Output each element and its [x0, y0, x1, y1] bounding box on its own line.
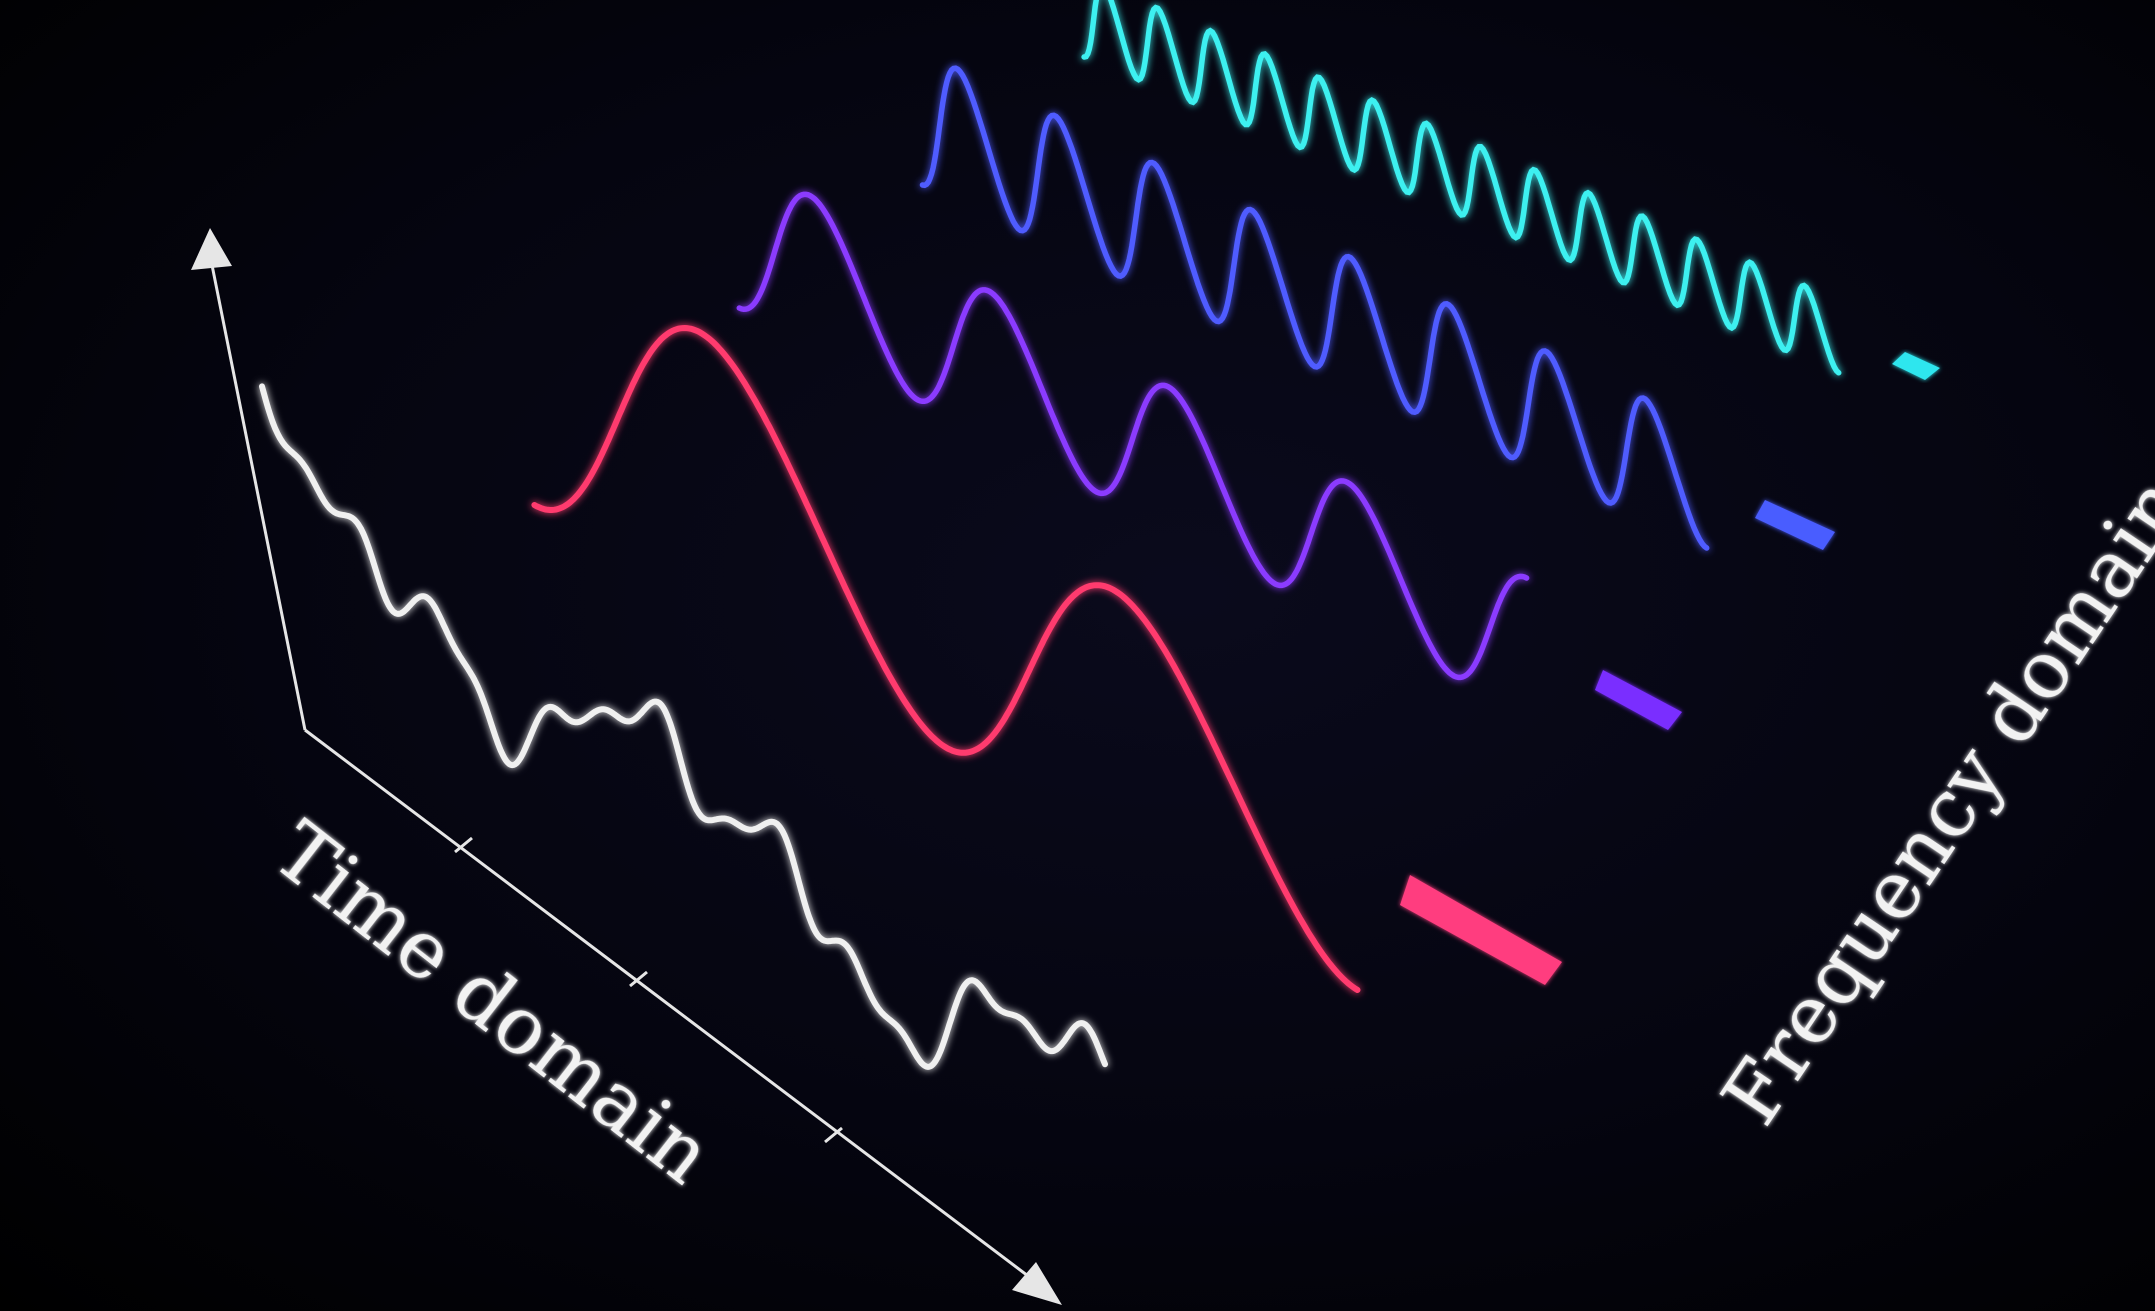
- component-2-wave: [736, 191, 1530, 681]
- time-axis-arrow-icon: [1012, 1262, 1062, 1305]
- component-1-wave: [531, 324, 1361, 993]
- frequency-domain-label: Frequency domain: [1704, 460, 2155, 1141]
- time-axis: [304, 728, 1041, 1287]
- composite-wave: [259, 383, 1108, 1070]
- component-1-spectrum-bar: [1400, 875, 1562, 985]
- time-axis-tick: [824, 1126, 843, 1144]
- amplitude-axis-arrow-icon: [191, 228, 232, 270]
- component-2-spectrum-bar: [1595, 670, 1682, 730]
- time-axis-tick: [629, 970, 648, 988]
- composite-signal: [259, 383, 1108, 1070]
- component-waves: [531, 0, 1842, 993]
- component-3-spectrum-bar: [1755, 500, 1835, 550]
- axes: [191, 228, 1062, 1305]
- time-domain-label: Time domain: [256, 804, 729, 1202]
- time-axis-tick: [454, 836, 473, 854]
- component-4-spectrum-bar: [1892, 352, 1940, 380]
- spectrum-bars: [1400, 352, 1940, 985]
- component-3-wave: [919, 65, 1710, 551]
- component-4-wave: [1081, 0, 1842, 376]
- amplitude-axis: [208, 254, 307, 731]
